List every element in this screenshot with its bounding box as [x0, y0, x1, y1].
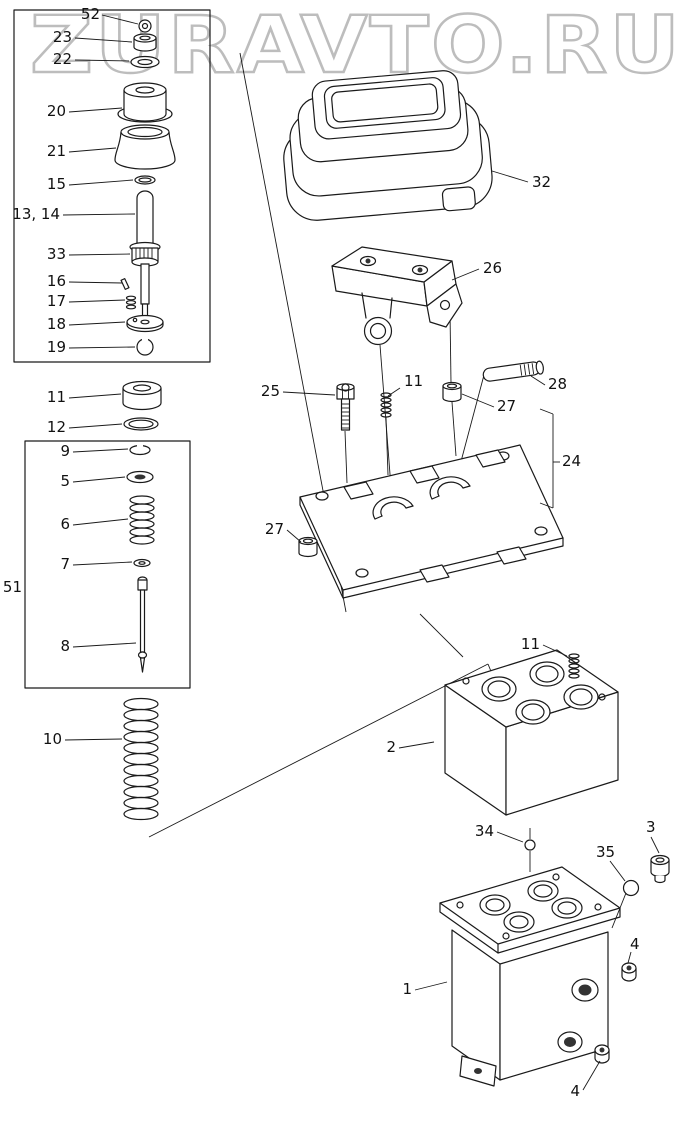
- part-34-oring: [524, 839, 536, 851]
- part-22-seal: [130, 55, 160, 69]
- part-5-seat: [126, 470, 154, 484]
- part-label-22: 22: [53, 50, 72, 68]
- part-11-spring-right: [568, 653, 580, 679]
- part-18-plate: [126, 314, 164, 333]
- leader-lines: [62, 14, 660, 1091]
- part-label-34: 34: [475, 822, 494, 840]
- part-label-12: 12: [47, 418, 66, 436]
- part-24-plate-assembly: [299, 444, 564, 599]
- part-12-diaphragm: [123, 417, 159, 431]
- part-26-bracket: [331, 246, 463, 346]
- part-label-1: 1: [402, 980, 412, 998]
- part-25-bolt: [336, 383, 355, 431]
- part-27-bushing-lower: [298, 536, 318, 558]
- part-label-4-a: 4: [630, 935, 640, 953]
- part-4-plug-lower: [594, 1044, 610, 1064]
- part-16-pin: [120, 278, 130, 290]
- part-2-upper-body: [444, 649, 619, 816]
- part-label-17: 17: [47, 292, 66, 310]
- part-label-35: 35: [596, 843, 615, 861]
- part-label-28: 28: [548, 375, 567, 393]
- part-23-nut: [133, 33, 157, 52]
- part-label-11-a: 11: [47, 388, 66, 406]
- part-7-washer: [133, 558, 151, 568]
- part-label-8: 8: [60, 637, 70, 655]
- part-6-spring: [129, 495, 155, 545]
- part-label-32: 32: [532, 173, 551, 191]
- part-19-snap-ring: [136, 337, 154, 356]
- part-label-26: 26: [483, 259, 502, 277]
- part-label-27-a: 27: [497, 397, 516, 415]
- part-label-23: 23: [53, 28, 72, 46]
- part-4-plug-upper: [621, 962, 637, 982]
- part-label-24: 24: [562, 452, 581, 470]
- part-9-snap-ring: [129, 443, 151, 456]
- part-label-6: 6: [60, 515, 70, 533]
- part-label-52: 52: [81, 5, 100, 23]
- part-1-lower-body: [439, 866, 621, 1087]
- part-label-9: 9: [60, 442, 70, 460]
- part-label-21: 21: [47, 142, 66, 160]
- part-label-11-b: 11: [404, 372, 423, 390]
- part-label-10: 10: [43, 730, 62, 748]
- part-17-spring-small: [125, 295, 137, 310]
- part-labels: 52 23 22 20 21 15 13, 14 33 16 17 18 19 …: [3, 5, 656, 1100]
- label-24-bracket: [539, 408, 560, 509]
- part-label-13-14: 13, 14: [12, 205, 60, 223]
- part-11-spring-middle: [380, 392, 392, 418]
- part-33-collar: [129, 241, 161, 317]
- part-20-cap: [117, 82, 173, 123]
- part-label-11-c: 11: [521, 635, 540, 653]
- part-label-25: 25: [261, 382, 280, 400]
- part-21-boot-cup: [114, 124, 176, 170]
- part-label-3: 3: [646, 818, 656, 836]
- part-27-bushing-upper: [442, 381, 462, 403]
- part-label-33: 33: [47, 245, 66, 263]
- part-label-7: 7: [60, 555, 70, 573]
- part-3-plug: [650, 854, 670, 884]
- part-label-51: 51: [3, 578, 22, 596]
- part-label-4-b: 4: [570, 1082, 580, 1100]
- part-label-27-b: 27: [265, 520, 284, 538]
- part-28-pin: [482, 360, 544, 382]
- part-13-14-rod: [136, 190, 154, 247]
- part-label-2: 2: [386, 738, 396, 756]
- part-32-bellows-boot: [283, 70, 493, 221]
- part-label-18: 18: [47, 315, 66, 333]
- part-11-cap: [122, 380, 162, 411]
- part-15-oring: [134, 175, 156, 185]
- part-35-oring: [622, 879, 640, 897]
- part-label-16: 16: [47, 272, 66, 290]
- watermark-text: ZURAVTO.RU: [30, 1, 682, 91]
- group-box-upper: [13, 9, 211, 363]
- part-label-19: 19: [47, 338, 66, 356]
- part-label-20: 20: [47, 102, 66, 120]
- part-label-5: 5: [60, 472, 70, 490]
- part-10-spring-large: [123, 697, 159, 821]
- part-label-15: 15: [47, 175, 66, 193]
- part-52-ring: [138, 19, 152, 33]
- group-box-51: [24, 440, 191, 689]
- part-8-piston-rod: [137, 576, 148, 673]
